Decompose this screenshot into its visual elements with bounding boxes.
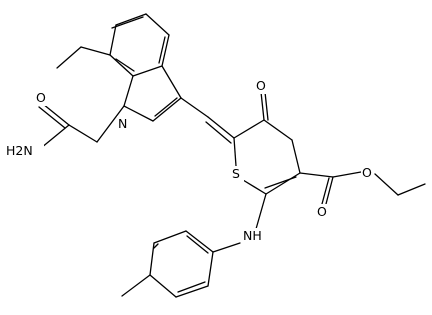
atom-label-mask [316,204,329,220]
atom-label-text: N [118,116,127,131]
atom-label-text: O [36,90,46,105]
bond-line [264,91,269,121]
bond-line [212,242,241,253]
atom-label-mask [255,78,268,94]
atom-label-text: NH [243,228,262,243]
ester-carbonyl-oxygen-label: O [316,204,329,220]
atom-label-text: S [232,166,240,181]
bond-line [145,13,170,36]
atom-label-text: O [317,204,327,219]
bond-line [161,34,170,67]
bond-line [121,274,151,297]
atom-label-text: H2N [6,143,33,158]
bond-line [109,24,117,56]
bond-line [56,46,82,69]
bond-line [149,242,155,276]
bond-line [123,105,154,122]
amide-oxygen-label: O [35,90,47,106]
bond-line [325,176,334,205]
bond-line [111,16,144,29]
bond-line [153,230,187,244]
bond-line [109,54,134,77]
atom-label-mask [4,142,44,158]
bond-line [185,230,214,253]
bond-line [161,65,182,99]
bond-line [115,58,135,72]
bond-line [96,105,125,143]
bond-line [207,116,235,139]
bond-line [115,13,147,26]
atom-label-mask [117,116,130,132]
bond-line [397,183,426,196]
bond-line [40,124,70,149]
bond-line [299,172,334,178]
bond-line [332,171,362,178]
bond-line [132,65,163,77]
bond-line [265,172,301,195]
ketone-oxygen-label: O [255,78,268,94]
amide-nitrogen-label: H2N [4,142,44,158]
bond-line [153,243,159,249]
atom-labels: H2N O N O S O O NH [4,78,374,244]
bond-line [186,235,209,254]
bond-line [180,97,209,118]
bond-line [260,91,265,121]
bond-line [233,119,265,139]
atom-label-text: O [362,165,372,180]
bond-line [152,97,182,122]
bond-line [123,75,134,107]
bond-line [42,103,70,126]
bond-line [177,281,206,293]
indole-nitrogen-label: N [117,116,130,132]
atom-label-mask [231,166,244,182]
bond-line [291,139,301,174]
bond-line [233,137,237,167]
bond-line [80,46,111,56]
bond-line [175,285,209,298]
bond-line [264,176,297,189]
bond-line [154,97,178,117]
bond-line [321,177,330,205]
bond-line [68,124,98,143]
bond-line [38,106,66,129]
ester-ether-oxygen-label: O [361,165,374,181]
bond-lines [38,13,426,298]
thiophene-sulfur-label: S [231,166,244,182]
bond-line [255,193,267,230]
bond-line [149,274,177,298]
bond-line [207,251,214,287]
bond-line [158,36,166,64]
bond-line [205,121,232,144]
atom-label-mask [361,165,374,181]
bond-line [263,119,293,141]
atom-label-text: O [256,78,266,93]
bond-line [242,179,267,195]
atom-label-mask [35,90,47,106]
aniline-nitrogen-label: NH [242,228,265,244]
atom-label-mask [242,228,265,244]
bond-line [374,173,399,196]
